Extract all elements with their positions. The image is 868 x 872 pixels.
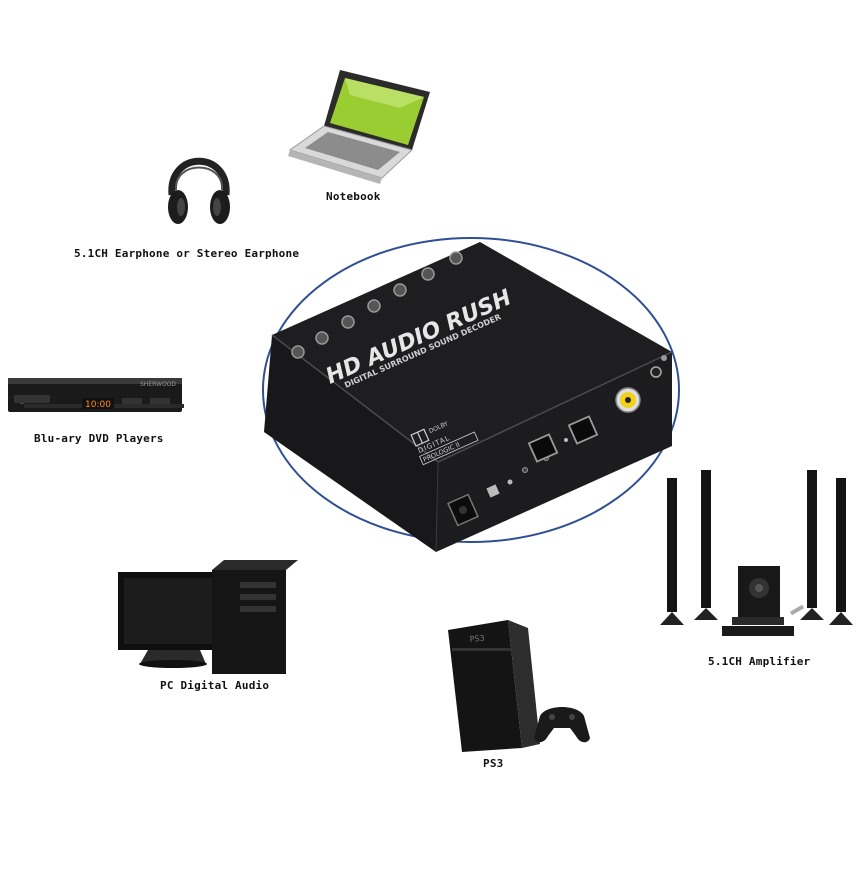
label-amplifier: 5.1CH Amplifier (708, 655, 811, 668)
bluray-player: 10:00 SHERWOOD (8, 378, 184, 412)
svg-text:PS3: PS3 (469, 633, 485, 644)
label-bluray: Blu-ary DVD Players (34, 432, 164, 445)
headphone-icon (168, 157, 230, 224)
decoder-device: HD AUDIO RUSH DIGITAL SURROUND SOUND DEC… (264, 242, 673, 553)
bluray-display: 10:00 (85, 400, 111, 410)
label-pc: PC Digital Audio (160, 679, 270, 692)
gamepad-icon (534, 707, 590, 743)
label-earphone: 5.1CH Earphone or Stereo Earphone (74, 247, 300, 260)
label-notebook: Notebook (326, 190, 381, 203)
bluray-brand: SHERWOOD (140, 381, 176, 388)
speaker-system (660, 470, 853, 636)
highlight-ellipse (262, 237, 680, 543)
notebook-laptop (288, 70, 430, 184)
ps3-console: PS3 (448, 620, 540, 752)
pc-computer (118, 560, 298, 674)
label-ps3: PS3 (483, 757, 504, 770)
